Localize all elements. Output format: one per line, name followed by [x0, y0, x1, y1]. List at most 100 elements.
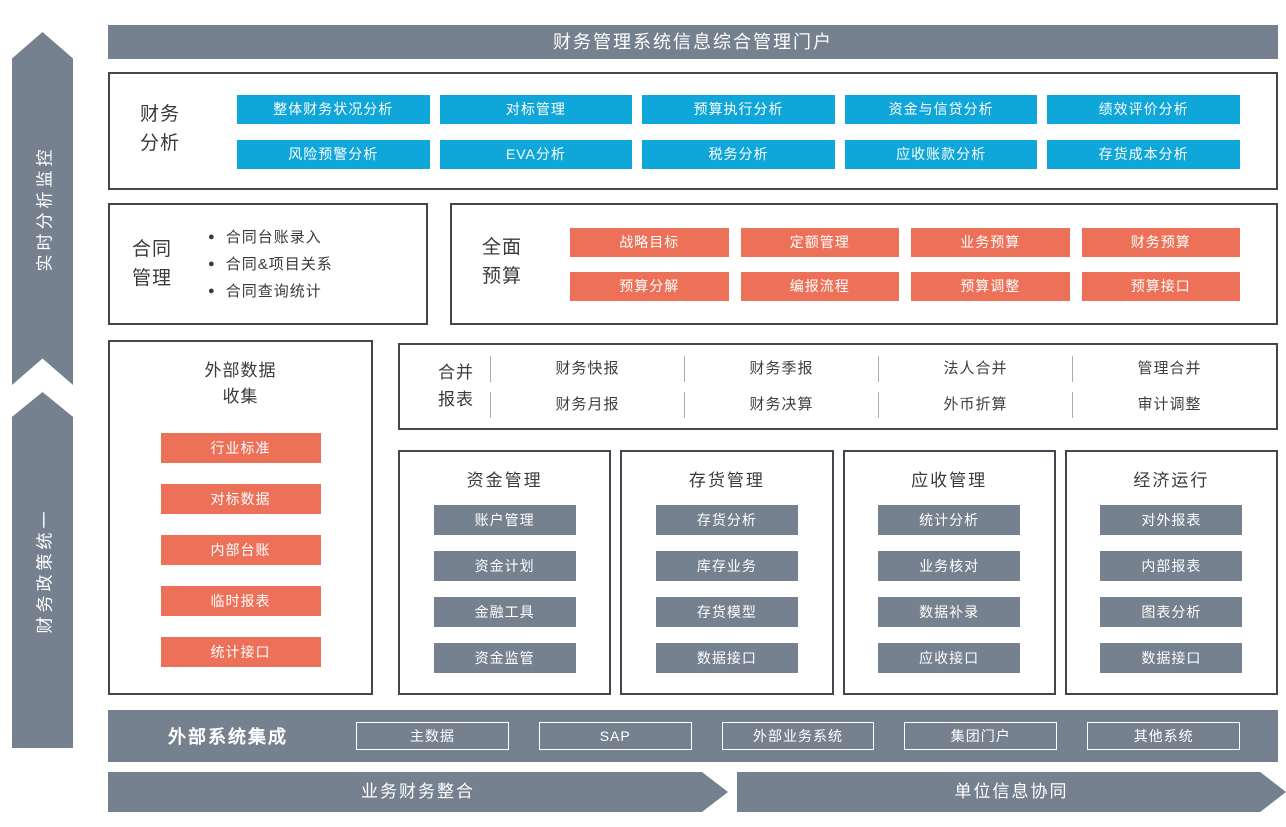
report-item-legal-entity-consolidation: 法人合并	[878, 355, 1072, 382]
arrow-unit-information-collaboration: 单位信息协同	[737, 772, 1286, 812]
button-chart-analysis[interactable]: 图表分析	[1100, 597, 1243, 627]
button-financial-instruments[interactable]: 金融工具	[433, 597, 576, 627]
module-buttons-economic: 对外报表 内部报表 图表分析 数据接口	[1067, 505, 1276, 673]
budget-buttons: 战略目标 定额管理 业务预算 财务预算 预算分解 编报流程 预算调整 预算接口	[570, 228, 1240, 301]
report-item-quarterly-report: 财务季报	[684, 355, 878, 382]
ribbon-unified-finance-policy: 财务政策统一	[12, 392, 73, 748]
ribbon-realtime-analysis-monitoring: 实时分析监控	[12, 32, 73, 385]
report-item-audit-adjustment: 审计调整	[1072, 391, 1266, 418]
contract-item-list: 合同台账录入 合同&项目关系 合同查询统计	[208, 224, 333, 305]
button-other-systems[interactable]: 其他系统	[1087, 722, 1240, 750]
button-economic-data-interface[interactable]: 数据接口	[1100, 643, 1243, 673]
button-funds-credit-analysis[interactable]: 资金与信贷分析	[844, 95, 1038, 124]
report-item-financial-flash-report: 财务快报	[490, 355, 684, 382]
button-funds-supervision[interactable]: 资金监管	[433, 643, 576, 673]
ribbon-realtime-label: 实时分析监控	[35, 145, 54, 272]
button-statistics-interface[interactable]: 统计接口	[160, 637, 321, 667]
finance-analysis-label: 财务 分析	[140, 104, 181, 155]
button-group-portal[interactable]: 集团门户	[904, 722, 1058, 750]
module-economic-operation: 经济运行 对外报表 内部报表 图表分析 数据接口	[1064, 450, 1278, 695]
button-inventory-data-interface[interactable]: 数据接口	[655, 643, 798, 673]
button-strategic-goals[interactable]: 战略目标	[570, 228, 729, 257]
main-content: 财务管理系统信息综合管理门户 财务 分析 整体财务状况分析 对标管理 预算执行分…	[108, 0, 1286, 827]
module-title-inventory: 存货管理	[688, 471, 765, 490]
portal-title-bar: 财务管理系统信息综合管理门户	[108, 25, 1278, 59]
budget-section: 全面 预算 战略目标 定额管理 业务预算 财务预算 预算分解 编报流程 预算调整…	[450, 203, 1278, 325]
button-budget-interface[interactable]: 预算接口	[1081, 272, 1240, 301]
button-external-reports[interactable]: 对外报表	[1100, 505, 1243, 535]
consolidated-reports-row-2: 财务月报 财务决算 外币折算 审计调整	[490, 391, 1266, 418]
button-eva-analysis[interactable]: EVA分析	[439, 140, 633, 169]
module-columns: 资金管理 账户管理 资金计划 金融工具 资金监管 存货管理 存货分析 库存业务 …	[398, 450, 1278, 695]
button-benchmark-management[interactable]: 对标管理	[439, 95, 633, 124]
consolidated-reports-row-1: 财务快报 财务季报 法人合并 管理合并	[490, 355, 1266, 382]
button-account-management[interactable]: 账户管理	[433, 505, 576, 535]
integration-label: 外部系统集成	[168, 727, 288, 747]
button-budget-adjustment[interactable]: 预算调整	[911, 272, 1070, 301]
button-reporting-process[interactable]: 编报流程	[740, 272, 899, 301]
module-title-receivables: 应收管理	[911, 471, 988, 490]
contract-management-section: 合同 管理 合同台账录入 合同&项目关系 合同查询统计	[108, 203, 428, 325]
arrow-business-finance-integration: 业务财务整合	[108, 772, 728, 812]
button-statistical-analysis[interactable]: 统计分析	[878, 505, 1021, 535]
button-tax-analysis[interactable]: 税务分析	[642, 140, 835, 169]
report-item-management-consolidation: 管理合并	[1072, 355, 1266, 382]
module-buttons-inventory: 存货分析 库存业务 存货模型 数据接口	[622, 505, 831, 673]
module-title-funds: 资金管理	[466, 471, 543, 490]
button-internal-ledger[interactable]: 内部台账	[160, 535, 321, 565]
button-master-data[interactable]: 主数据	[356, 722, 509, 750]
budget-row-1: 战略目标 定额管理 业务预算 财务预算	[570, 228, 1240, 257]
button-warehouse-business[interactable]: 库存业务	[655, 551, 798, 581]
consolidated-reports-section: 合并 报表 财务快报 财务季报 法人合并 管理合并 财务月报 财务决算 外币折算…	[398, 343, 1278, 430]
contract-item-project-relation: 合同&项目关系	[208, 251, 333, 278]
button-funds-planning[interactable]: 资金计划	[433, 551, 576, 581]
ribbon-policy-label: 财务政策统一	[35, 507, 54, 633]
button-data-supplement[interactable]: 数据补录	[878, 597, 1021, 627]
button-temporary-reports[interactable]: 临时报表	[160, 586, 321, 616]
button-receivables-analysis[interactable]: 应收账款分析	[844, 140, 1038, 169]
external-data-collection-section: 外部数据 收集 行业标准 对标数据 内部台账 临时报表 统计接口	[108, 340, 373, 695]
button-risk-warning-analysis[interactable]: 风险预警分析	[237, 140, 430, 169]
module-title-economic: 经济运行	[1133, 471, 1210, 490]
button-budget-execution-analysis[interactable]: 预算执行分析	[642, 95, 835, 124]
budget-row-2: 预算分解 编报流程 预算调整 预算接口	[570, 272, 1240, 301]
button-internal-reports[interactable]: 内部报表	[1100, 551, 1243, 581]
button-quota-management[interactable]: 定额管理	[740, 228, 899, 257]
external-data-buttons: 行业标准 对标数据 内部台账 临时报表 统计接口	[110, 433, 371, 667]
button-receivables-interface[interactable]: 应收接口	[878, 643, 1021, 673]
button-performance-evaluation-analysis[interactable]: 绩效评价分析	[1047, 95, 1240, 124]
button-external-business-system[interactable]: 外部业务系统	[721, 722, 875, 750]
contract-item-ledger-entry: 合同台账录入	[208, 224, 333, 251]
module-inventory-management: 存货管理 存货分析 库存业务 存货模型 数据接口	[620, 450, 834, 695]
module-receivables-management: 应收管理 统计分析 业务核对 数据补录 应收接口	[842, 450, 1056, 695]
budget-label: 全面 预算	[482, 237, 523, 288]
external-data-title: 外部数据 收集	[204, 361, 277, 406]
report-item-monthly-report: 财务月报	[490, 391, 684, 418]
external-system-integration-bar: 外部系统集成 主数据 SAP 外部业务系统 集团门户 其他系统	[108, 710, 1278, 762]
button-benchmark-data[interactable]: 对标数据	[160, 484, 321, 514]
consolidated-reports-items: 财务快报 财务季报 法人合并 管理合并 财务月报 财务决算 外币折算 审计调整	[490, 355, 1266, 418]
module-funds-management: 资金管理 账户管理 资金计划 金融工具 资金监管	[398, 450, 612, 695]
finance-analysis-row-1: 整体财务状况分析 对标管理 预算执行分析 资金与信贷分析 绩效评价分析	[237, 95, 1240, 124]
consolidated-reports-label: 合并 报表	[438, 363, 474, 409]
button-sap[interactable]: SAP	[538, 722, 692, 750]
module-buttons-receivables: 统计分析 业务核对 数据补录 应收接口	[845, 505, 1054, 673]
finance-analysis-section: 财务 分析 整体财务状况分析 对标管理 预算执行分析 资金与信贷分析 绩效评价分…	[108, 72, 1278, 190]
button-industry-standards[interactable]: 行业标准	[160, 433, 321, 463]
button-budget-decomposition[interactable]: 预算分解	[570, 272, 729, 301]
button-inventory-analysis[interactable]: 存货分析	[655, 505, 798, 535]
contract-item-query-statistics: 合同查询统计	[208, 278, 333, 305]
button-financial-budget[interactable]: 财务预算	[1081, 228, 1240, 257]
finance-analysis-buttons: 整体财务状况分析 对标管理 预算执行分析 资金与信贷分析 绩效评价分析 风险预警…	[237, 95, 1240, 169]
contract-management-label: 合同 管理	[132, 238, 173, 289]
report-item-currency-translation: 外币折算	[878, 391, 1072, 418]
button-business-reconciliation[interactable]: 业务核对	[878, 551, 1021, 581]
integration-systems: 主数据 SAP 外部业务系统 集团门户 其他系统	[356, 722, 1240, 750]
button-inventory-model[interactable]: 存货模型	[655, 597, 798, 627]
button-business-budget[interactable]: 业务预算	[911, 228, 1070, 257]
module-buttons-funds: 账户管理 资金计划 金融工具 资金监管	[400, 505, 609, 673]
button-overall-financial-status-analysis[interactable]: 整体财务状况分析	[237, 95, 430, 124]
finance-analysis-row-2: 风险预警分析 EVA分析 税务分析 应收账款分析 存货成本分析	[237, 140, 1240, 169]
report-item-final-accounts: 财务决算	[684, 391, 878, 418]
button-inventory-cost-analysis[interactable]: 存货成本分析	[1047, 140, 1240, 169]
